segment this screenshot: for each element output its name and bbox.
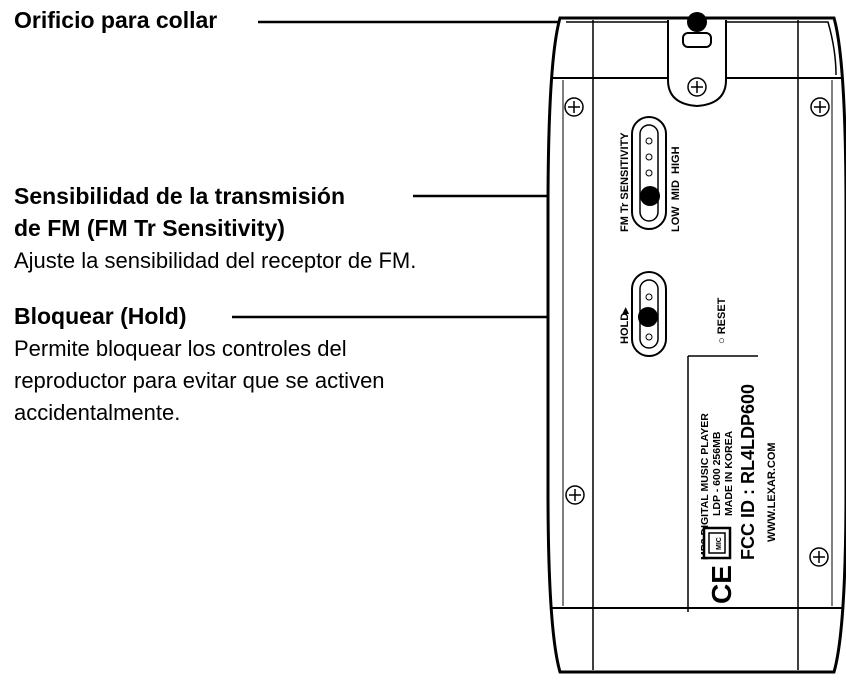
fcc-id-label: FCC ID : RL4LDP600 — [738, 384, 758, 560]
hold-label: HOLD — [619, 313, 631, 344]
lanyard-hole-label: Orificio para collar — [14, 7, 218, 33]
label-line-model: MP3 DIGITAL MUSIC PLAYER — [699, 413, 711, 560]
reset-label[interactable]: ○ RESET — [716, 297, 728, 344]
label-line-origin: MADE IN KOREA — [723, 430, 735, 516]
screw-bottom-right-icon — [809, 547, 829, 567]
hold-callout-dot — [638, 307, 658, 327]
fm-level-labels: LOW MID HIGH — [670, 146, 682, 232]
hold-switch-description-line3: accidentalmente. — [14, 400, 181, 425]
screw-top-right-icon — [810, 97, 830, 117]
hold-switch-title: Bloquear (Hold) — [14, 303, 187, 329]
fm-sensitivity-description: Ajuste la sensibilidad del receptor de F… — [14, 248, 417, 273]
fm-sensitivity-title-line1: Sensibilidad de la transmisión — [14, 183, 346, 209]
fm-sensitivity-title-line2: de FM (FM Tr Sensitivity) — [14, 215, 285, 241]
screw-tab-icon — [687, 77, 707, 97]
hold-switch-description-line2: reproductor para evitar que se activen — [14, 368, 385, 393]
hold-switch-description-line1: Permite bloquear los controles del — [14, 336, 347, 361]
device-body — [546, 16, 846, 674]
screw-bottom-left-icon — [565, 485, 585, 505]
website-label: WWW.LEXAR.COM — [766, 442, 778, 542]
certification-mark-icon: MIC — [702, 526, 732, 560]
fm-switch-label: FM Tr SENSITIVITY — [619, 132, 631, 232]
fm-callout-dot — [640, 186, 660, 206]
hold-arrow-icon: ▶ — [620, 307, 630, 314]
fm-sensitivity-switch[interactable] — [631, 116, 667, 230]
ce-mark-icon: CE — [706, 565, 737, 604]
screw-top-left-icon — [564, 97, 584, 117]
svg-text:MIC: MIC — [716, 537, 723, 550]
lanyard-callout-dot — [687, 12, 707, 32]
rating-label: MP3 DIGITAL MUSIC PLAYER LDP - 600 256MB… — [687, 355, 778, 612]
label-line-capacity: LDP - 600 256MB — [711, 431, 723, 516]
